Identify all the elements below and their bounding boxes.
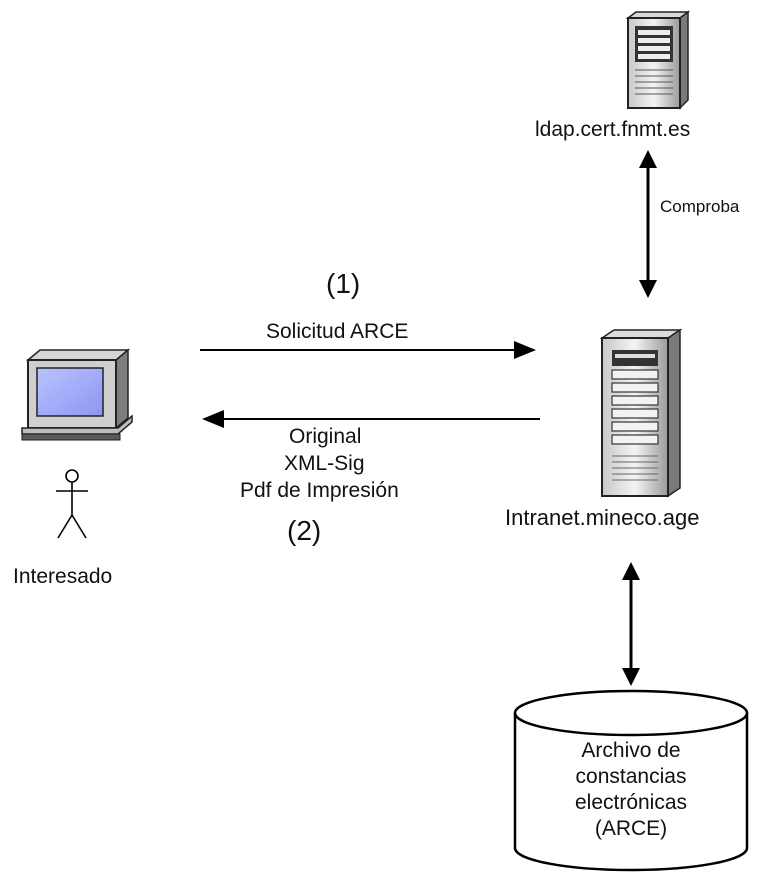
user-figure-icon <box>56 469 88 539</box>
user-label: Interesado <box>13 565 113 588</box>
archive-label-line-4: (ARCE) <box>594 817 668 840</box>
archive-label-line-3: electrónicas <box>574 791 688 814</box>
response-arrow <box>202 410 540 428</box>
intranet-server-icon <box>599 328 683 498</box>
archive-database-icon <box>513 689 749 872</box>
comprobacion-label: Comproba <box>660 197 740 216</box>
ldap-server-icon <box>625 10 691 110</box>
ldap-server-label: ldap.cert.fnmt.es <box>535 118 691 141</box>
step-1-label: (1) <box>326 268 361 299</box>
step-2-label: (2) <box>287 515 322 546</box>
archive-label-line-2: constancias <box>575 765 687 788</box>
archive-label-line-1: Archivo de <box>581 739 681 762</box>
response-label-pdf: Pdf de Impresión <box>240 479 399 502</box>
computer-icon <box>21 348 133 441</box>
response-label-original: Original <box>289 425 362 448</box>
ldap-check-arrow <box>639 150 657 298</box>
archive-label: Archivo de constancias electrónicas (ARC… <box>515 738 747 842</box>
request-label: Solicitud ARCE <box>266 320 409 343</box>
archive-arrow <box>622 562 640 686</box>
request-arrow <box>200 341 536 359</box>
response-label-xmlsig: XML-Sig <box>284 452 365 475</box>
intranet-server-label: Intranet.mineco.age <box>505 505 700 530</box>
